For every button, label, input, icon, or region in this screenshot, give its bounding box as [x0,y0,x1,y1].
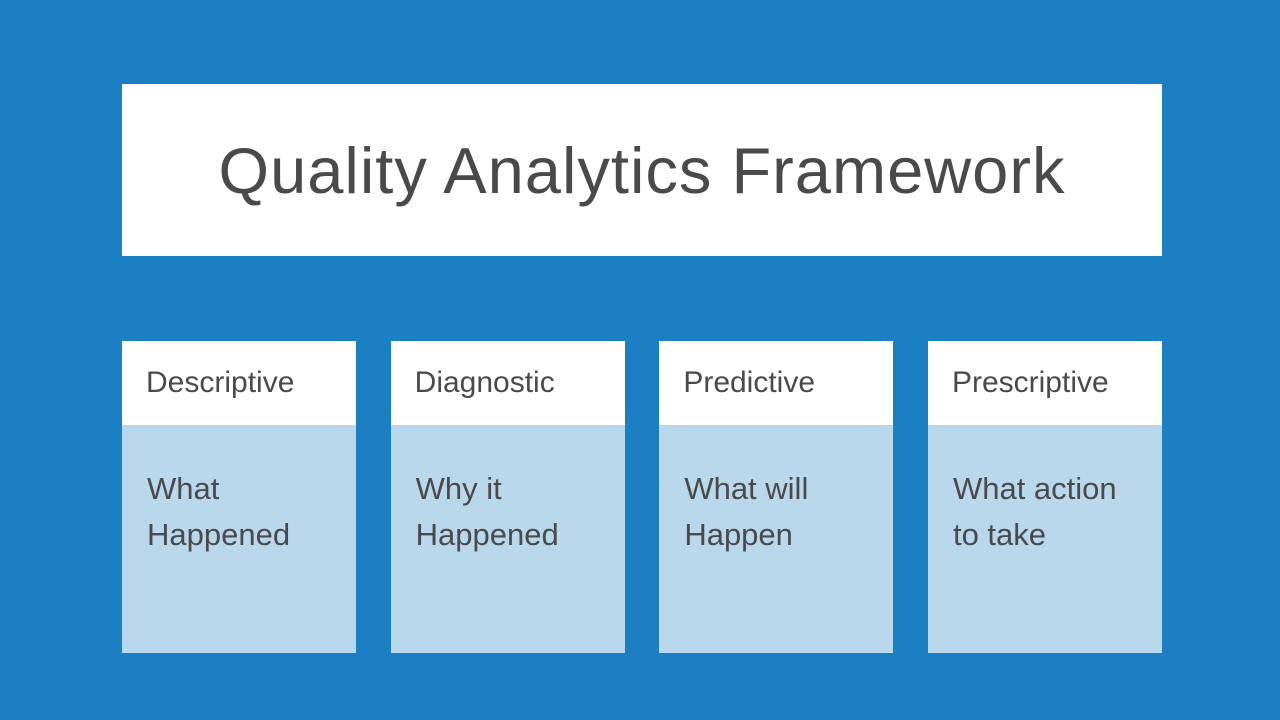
column-header-diagnostic: Diagnostic [390,341,625,425]
column-header-descriptive: Descriptive [122,341,356,425]
column-descriptive: Descriptive What Happened [122,341,356,653]
slide-title: Quality Analytics Framework [218,133,1066,207]
title-card: Quality Analytics Framework [122,84,1162,256]
framework-columns: Descriptive What Happened Diagnostic Why… [122,341,1162,653]
column-header-prescriptive: Prescriptive [927,341,1162,425]
column-header-predictive: Predictive [659,341,894,425]
column-prescriptive: Prescriptive What action to take [927,341,1162,653]
column-body-diagnostic: Why it Happened [390,425,625,653]
column-predictive: Predictive What will Happen [659,341,894,653]
column-body-prescriptive: What action to take [927,425,1162,653]
column-body-predictive: What will Happen [659,425,894,653]
column-body-descriptive: What Happened [122,425,356,653]
column-diagnostic: Diagnostic Why it Happened [390,341,625,653]
